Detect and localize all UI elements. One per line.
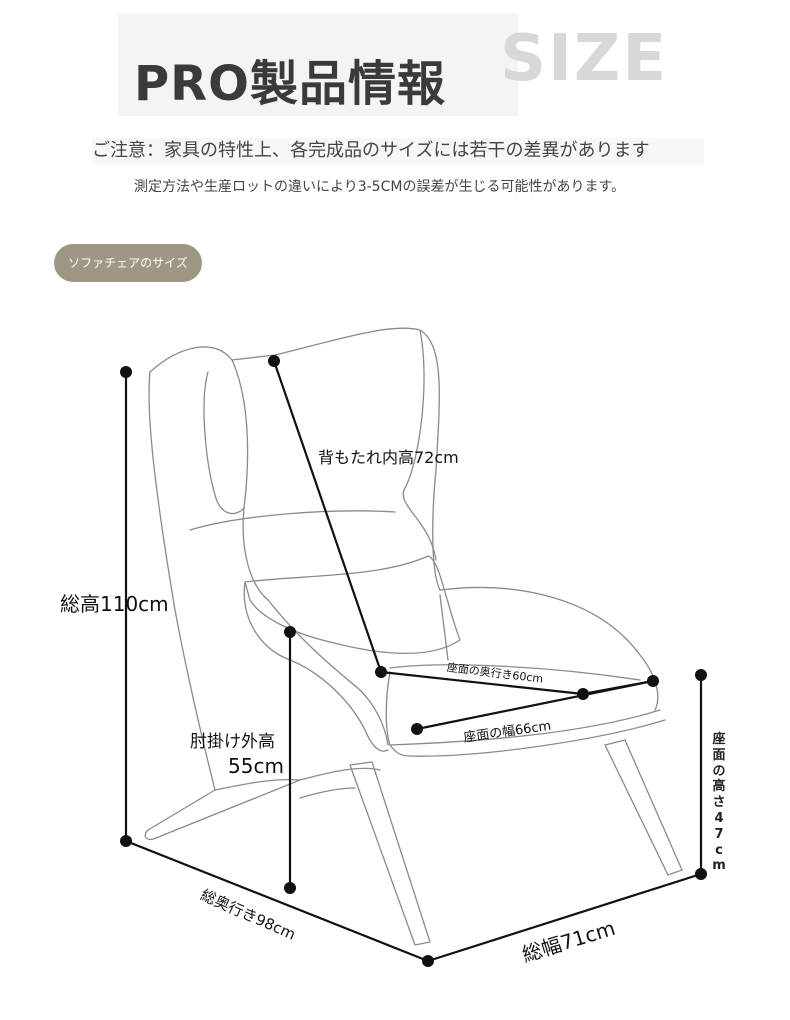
back-inner-height-label: 背もたれ内高72cm: [318, 448, 459, 467]
size-watermark: SIZE: [500, 22, 669, 96]
seat-depth-line: [380, 670, 584, 696]
title-background: [118, 14, 518, 116]
dimension-points: [120, 355, 707, 967]
arm-outer-height-value: 55cm: [228, 754, 284, 778]
seat-width-line: [416, 679, 654, 731]
seat-height-char: さ: [712, 795, 726, 811]
seat-height-char: 4: [714, 810, 724, 826]
seat-height-char: 座: [712, 732, 726, 747]
seat-height-char: 7: [714, 826, 724, 842]
back-height-line: [272, 360, 383, 673]
seat-height-char: 高: [712, 779, 726, 795]
arm-outer-height-label: 肘掛け外高: [190, 732, 275, 752]
chair-outline: [144, 327, 683, 946]
section-badge: ソファチェアのサイズ: [54, 244, 202, 282]
seat-height-char: m: [712, 858, 726, 874]
seat-height-label: 座 面 の 高 さ 4 7 c m: [710, 732, 728, 874]
total-depth-line: [125, 839, 429, 963]
dimension-lines: [124, 360, 703, 963]
notice-line-2: 測定方法や生産ロットの違いにより3-5CMの誤差が生じる可能性があります。: [134, 179, 626, 195]
seat-height-char: の: [712, 763, 726, 779]
seat-height-char: 面: [712, 747, 726, 763]
notice-line-1: ご注意：家具の特性上、各完成品のサイズには若干の差異があります: [92, 138, 704, 164]
seat-height-char: c: [715, 842, 723, 858]
total-width-line: [427, 872, 702, 963]
total-height-label: 総高110cm: [60, 592, 169, 616]
page-title: PRO製品情報: [134, 56, 446, 112]
